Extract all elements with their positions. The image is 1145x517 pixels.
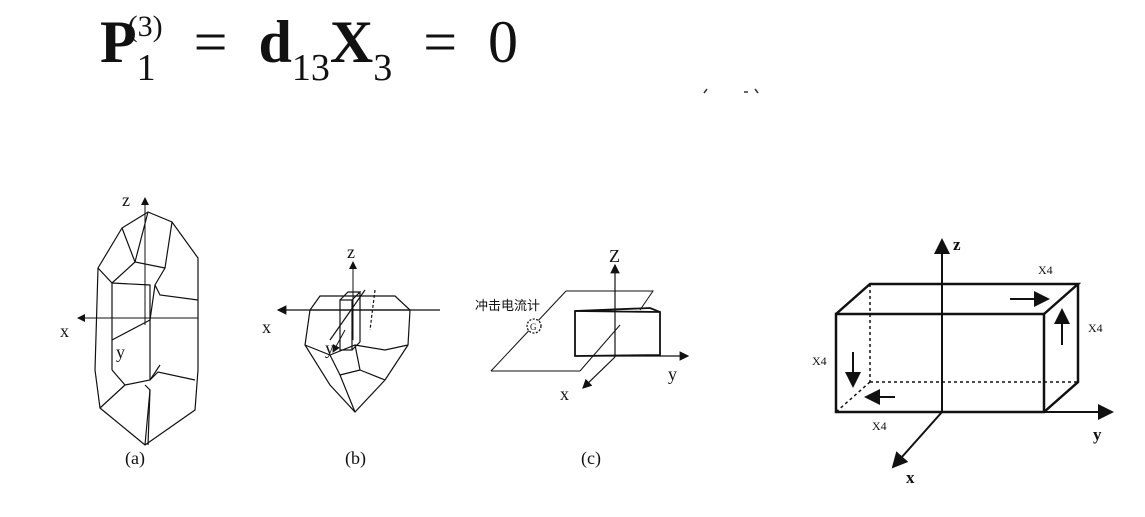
galvanometer-symbol: G — [530, 322, 537, 332]
figure-c-caption: (c) — [581, 448, 601, 469]
eq-rhs: 0 — [488, 9, 519, 75]
figure-d-x-axis — [891, 411, 943, 469]
galvanometer-icon — [526, 318, 542, 334]
eq-equals-1: = — [193, 9, 228, 75]
figure-a-crystal — [94, 211, 199, 446]
eq-X: X — [329, 9, 374, 75]
eq-P-sup: (3) — [127, 10, 163, 43]
figure-b-caption: (b) — [345, 448, 366, 469]
eq-P: P — [100, 9, 137, 75]
figure-b-crystal — [304, 289, 411, 413]
figure-a-y-label: y — [116, 342, 125, 362]
figure-b-y-axis — [332, 329, 346, 353]
stress-label-left: X4 — [812, 354, 827, 368]
galvanometer-label: 冲击电流计 — [475, 298, 540, 313]
figure-b-x-label: x — [262, 317, 271, 337]
figure-c-z-label: Z — [609, 246, 620, 266]
eq-equals-2: = — [423, 9, 458, 75]
cutoff-fragment — [703, 88, 759, 94]
figure-a-caption: (a) — [125, 448, 145, 469]
figure-b-y-label: y — [325, 338, 334, 358]
figure-c-x-axis — [582, 356, 616, 389]
stress-label-bottom: X4 — [872, 419, 887, 433]
figure-d-y-label: y — [1093, 425, 1102, 444]
equation: P1 (3) = d13X3 = 0 — [100, 8, 519, 89]
stress-label-top: X4 — [1038, 263, 1053, 277]
figure-d-x-label: x — [906, 468, 915, 487]
figure-d-z-label: z — [953, 235, 961, 254]
eq-d: d — [258, 9, 292, 75]
eq-X-sub: 3 — [373, 47, 393, 89]
figure-a-z-label: z — [122, 190, 130, 210]
eq-P-sub: 1 — [136, 47, 156, 89]
figure-a-x-label: x — [60, 321, 69, 341]
eq-d-sub: 13 — [291, 47, 330, 89]
figure-c-x-label: x — [560, 384, 569, 404]
figure-d-box — [834, 282, 1082, 414]
figure-b-z-label: z — [347, 242, 355, 262]
figure-c-y-label: y — [668, 364, 677, 384]
stress-label-right: X4 — [1088, 321, 1103, 335]
figure-c-setup — [490, 290, 661, 372]
